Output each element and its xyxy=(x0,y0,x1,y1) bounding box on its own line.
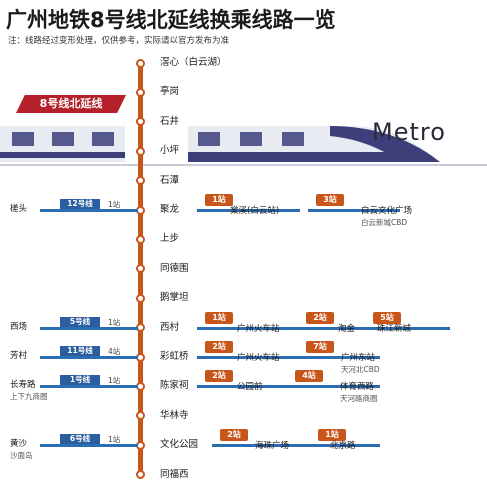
station-label: 西村 xyxy=(160,321,180,333)
train-right-nose xyxy=(330,126,440,162)
transfer-origin-label: 长寿路 xyxy=(10,380,36,391)
line-banner-label: 8号线北延线 xyxy=(39,97,103,110)
segment-stop-badge: 7站 xyxy=(306,341,334,353)
segment-stop-badge: 2站 xyxy=(306,311,334,324)
train-track xyxy=(0,164,487,166)
station-dot xyxy=(135,58,145,68)
train-right-window-3 xyxy=(282,132,304,146)
station-label: 同德围 xyxy=(160,262,189,274)
transfer-line-right xyxy=(308,209,400,212)
transfer-line-right xyxy=(197,209,300,212)
segment-stop-badge: 4站 xyxy=(295,370,323,383)
station-label: 彩虹桥 xyxy=(160,351,189,362)
transfer-line-right xyxy=(212,444,320,448)
transfer-line-right xyxy=(365,326,450,330)
station-label: 亭岗 xyxy=(160,86,180,98)
transfer-line-left xyxy=(40,326,138,330)
segment-stop-badge: 1站 xyxy=(318,429,346,442)
station-label: 华林寺 xyxy=(160,409,189,421)
station-label: 滘心（白云湖） xyxy=(160,57,227,68)
segment-destination: 淘金 xyxy=(338,323,356,334)
segment-stop-badge: 2站 xyxy=(220,429,248,442)
segment-stop-badge: 3站 xyxy=(316,194,344,206)
transfer-line-right xyxy=(197,326,315,330)
segment-destination: 公园前 xyxy=(237,382,263,393)
transfer-origin-label: 芳村 xyxy=(10,351,28,361)
transfer-line-badge: 11号线 xyxy=(60,346,100,356)
transfer-line-badge: 5号线 xyxy=(60,316,100,327)
station-label: 文化公园 xyxy=(160,439,199,451)
station-label: 陈家祠 xyxy=(160,380,189,392)
station-dot xyxy=(135,87,145,97)
station-label: 聚龙 xyxy=(160,204,180,215)
station-label: 小坪 xyxy=(160,145,180,157)
train-right-window-1 xyxy=(198,132,220,146)
segment-destination: 体育西路 xyxy=(340,382,375,393)
segment-destination: 棠溪(白云站) xyxy=(230,206,280,216)
transfer-line-left xyxy=(40,444,138,448)
station-label: 石潭 xyxy=(160,174,180,186)
station-label: 石井 xyxy=(160,115,180,127)
transfer-stop-count: 1站 xyxy=(108,317,121,327)
page-title: 广州地铁8号线北延线换乘线路一览 xyxy=(6,8,336,32)
station-dot xyxy=(135,411,145,421)
train-left-window-2 xyxy=(52,132,74,146)
segment-stop-badge: 1站 xyxy=(205,311,233,324)
train-left-window-3 xyxy=(92,132,114,146)
transfer-line-right xyxy=(287,385,380,389)
segment-destination: 广州火车站 xyxy=(237,353,280,363)
transfer-origin-label: 黄沙 xyxy=(10,439,28,450)
line-banner xyxy=(16,95,126,113)
transfer-line-left xyxy=(40,385,138,389)
transfer-line-left xyxy=(40,356,138,359)
station-dot xyxy=(135,293,145,303)
transfer-line-right xyxy=(310,444,380,448)
segment-destination-sub: 天河路商圈 xyxy=(340,394,378,404)
segment-destination-sub: 天河北CBD xyxy=(341,365,380,374)
transfer-stop-count: 4站 xyxy=(108,347,121,356)
transfer-origin-sub: 沙面岛 xyxy=(10,451,33,461)
station-dot xyxy=(135,234,145,244)
transfer-stop-count: 1站 xyxy=(108,200,121,209)
transfer-line-right xyxy=(197,385,300,389)
disclaimer-note: 注：线路经过变形处理，仅供参考，实际请以官方发布为准 xyxy=(8,36,230,46)
transfer-line-right xyxy=(298,326,380,330)
transfer-origin-label: 槎头 xyxy=(10,204,28,214)
segment-destination: 海珠广场 xyxy=(255,441,290,452)
transfer-line-right xyxy=(298,356,380,359)
train-right-window-2 xyxy=(240,132,262,146)
transfer-line-badge: 6号线 xyxy=(60,434,100,445)
metro-logo: Metro xyxy=(372,118,446,146)
segment-destination-sub: 白云新城CBD xyxy=(361,218,408,227)
segment-destination: 北京路 xyxy=(330,441,356,452)
transfer-line-left xyxy=(40,209,138,212)
transfer-line-right xyxy=(197,356,315,359)
station-dot xyxy=(135,146,145,156)
transfer-origin-label: 西场 xyxy=(10,321,28,332)
train-right-stripe xyxy=(188,152,440,162)
train-illustration xyxy=(0,126,487,166)
segment-destination: 广州东站 xyxy=(341,353,376,363)
station-label: 鹅掌坦 xyxy=(160,292,189,304)
train-left-stripe xyxy=(0,152,125,158)
transfer-line-badge: 12号线 xyxy=(60,199,100,209)
segment-stop-badge: 2站 xyxy=(205,370,233,383)
segment-destination: 白云文化广场 xyxy=(361,206,413,216)
station-label: 上步 xyxy=(160,233,180,245)
station-dot xyxy=(135,176,145,186)
station-label: 同福西 xyxy=(160,468,189,480)
transfer-line-badge: 1号线 xyxy=(60,375,100,386)
transfer-stop-count: 1站 xyxy=(108,435,121,445)
station-dot xyxy=(135,264,145,274)
train-left-window-1 xyxy=(12,132,34,146)
transfer-stop-count: 1站 xyxy=(108,376,121,386)
segment-stop-badge: 5站 xyxy=(373,311,401,324)
segment-stop-badge: 1站 xyxy=(205,194,233,206)
station-dot xyxy=(135,470,145,480)
station-dot xyxy=(135,117,145,127)
segment-destination: 珠江新城 xyxy=(377,323,412,334)
transfer-origin-sub: 上下九商圈 xyxy=(10,392,48,402)
segment-stop-badge: 2站 xyxy=(205,341,233,353)
segment-destination: 广州火车站 xyxy=(237,323,280,334)
